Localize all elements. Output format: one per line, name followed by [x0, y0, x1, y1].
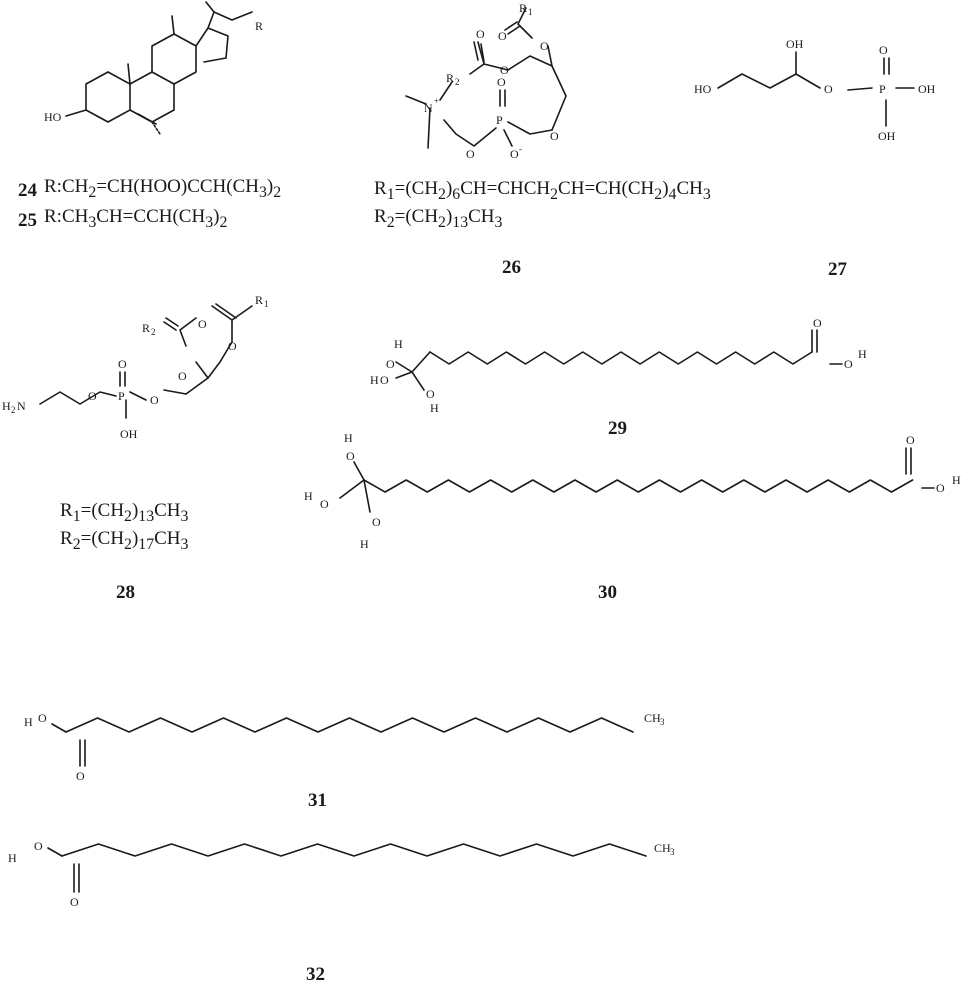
c31-acid-h: H [24, 715, 33, 729]
compound-25-formula: R:CH3CH=CCH(CH3)2 [44, 206, 228, 231]
compound-28-r2-definition: R2=(CH2)17CH3 [60, 528, 189, 553]
pl-hydroxyl: OH [120, 427, 138, 441]
c31-methyl: CH [644, 711, 661, 725]
gp-hydroxyl-4: OH [878, 129, 896, 143]
pc-phosphoryl-o: O [497, 75, 506, 89]
compound-28-number: 28 [116, 582, 135, 603]
compound-31-number: 31 [308, 790, 327, 811]
c29-acid-h: H [858, 347, 867, 361]
pl-carbonyl-oxygen: O [198, 317, 207, 331]
compound-30-number: 30 [598, 582, 617, 603]
compound-27-number: 27 [828, 259, 848, 280]
pc-ester-oxygen: O [466, 147, 475, 161]
c29-acid-o: O [844, 357, 853, 371]
compound-29-structure [395, 329, 843, 391]
c29-carbonyl-o: O [813, 316, 822, 330]
pc-r1-label: R [519, 1, 527, 15]
c32-methyl: CH [654, 841, 671, 855]
pl-r2-sub: 2 [151, 327, 156, 337]
compound-26-r1-definition: R1=(CH2)6CH=CHCH2CH=CH(CH2)4CH3 [374, 178, 711, 203]
pc-plus-charge: + [434, 96, 439, 106]
c29-o-1: O [386, 357, 395, 371]
c31-methyl-sub: 3 [660, 717, 665, 727]
compound-32-number: 32 [306, 964, 325, 985]
pl-phospho-oxygen-1: O [150, 393, 159, 407]
gp-hydroxyl-2: OH [786, 37, 804, 51]
pl-ether-oxygen: O [228, 339, 237, 353]
gp-phosphoryl-o: O [879, 43, 888, 57]
c31-carbonyl-o: O [76, 769, 85, 783]
pl-phosphoryl-oxygen: O [118, 357, 127, 371]
glycerophosphate-structure [717, 51, 915, 127]
c30-o-3: O [372, 515, 381, 529]
pl-r2-label: R [142, 321, 150, 335]
c31-acid-o: O [38, 711, 47, 725]
pc-sn2-oxygen: O [540, 39, 549, 53]
pl-r1-label: R [255, 293, 263, 307]
c30-acid-o: O [936, 481, 945, 495]
c30-h-3: H [360, 537, 369, 551]
pl-r1-sub: 1 [264, 299, 269, 309]
pc-phosphorus: P [496, 113, 503, 127]
c30-carbonyl-o: O [906, 433, 915, 447]
c32-methyl-sub: 3 [670, 847, 675, 857]
compound-31-structure [51, 717, 634, 767]
c32-acid-o: O [34, 839, 43, 853]
c29-o-2: O [380, 373, 389, 387]
compound-26-number: 26 [502, 257, 521, 278]
compound-24-formula: R:CH2=CH(HOO)CCH(CH3)2 [44, 176, 282, 201]
pl-phospho-oxygen-2: O [88, 389, 97, 403]
compound-25-number: 25 [18, 210, 37, 231]
compound-32-structure [47, 843, 647, 893]
phosphatidylcholine-structure [405, 7, 567, 149]
pl-amine-n: N [17, 399, 26, 413]
gp-phosphorus: P [879, 82, 886, 96]
c29-o-3: O [426, 387, 435, 401]
c29-h-3: H [430, 401, 439, 415]
pc-r2-label: R [446, 71, 454, 85]
c30-h-2: H [304, 489, 313, 503]
pc-sn2-carbonyl-o: O [498, 29, 507, 43]
pl-acyl-oxygen: O [178, 369, 187, 383]
pc-sn1-oxygen: O [500, 63, 509, 77]
c30-acid-h: H [952, 473, 961, 487]
gp-ester-oxygen: O [824, 82, 833, 96]
c30-h-1: H [344, 431, 353, 445]
pc-r2-sub: 2 [455, 77, 460, 87]
c32-carbonyl-o: O [70, 895, 79, 909]
plasmalogen-structure [39, 303, 253, 419]
side-chain-r-label: R [255, 19, 263, 33]
gp-hydroxyl-1: HO [694, 82, 712, 96]
pc-anionic-oxygen: O [510, 147, 519, 161]
hydroxyl-label: HO [44, 110, 62, 124]
c29-h-2: H [370, 373, 379, 387]
gp-hydroxyl-3: OH [918, 82, 936, 96]
pl-amine-sub: 2 [11, 405, 16, 415]
compound-28-r1-definition: R1=(CH2)13CH3 [60, 500, 189, 525]
pc-nitrogen: N [424, 101, 433, 115]
sterol-skeleton [65, 1, 253, 135]
compound-29-number: 29 [608, 418, 627, 439]
pl-phosphorus: P [118, 389, 125, 403]
c32-acid-h: H [8, 851, 17, 865]
pc-sn1-carbonyl-o: O [476, 27, 485, 41]
compound-26-r2-definition: R2=(CH2)13CH3 [374, 206, 503, 231]
c30-o-2: O [320, 497, 329, 511]
pl-amine-h: H [2, 399, 11, 413]
pc-phospho-oxygen: O [550, 129, 559, 143]
c30-o-1: O [346, 449, 355, 463]
c29-h-1: H [394, 337, 403, 351]
pc-minus-charge: - [519, 144, 522, 154]
pc-r1-sub: 1 [528, 7, 533, 17]
compound-30-structure [339, 447, 935, 513]
compound-24-number: 24 [18, 180, 38, 201]
